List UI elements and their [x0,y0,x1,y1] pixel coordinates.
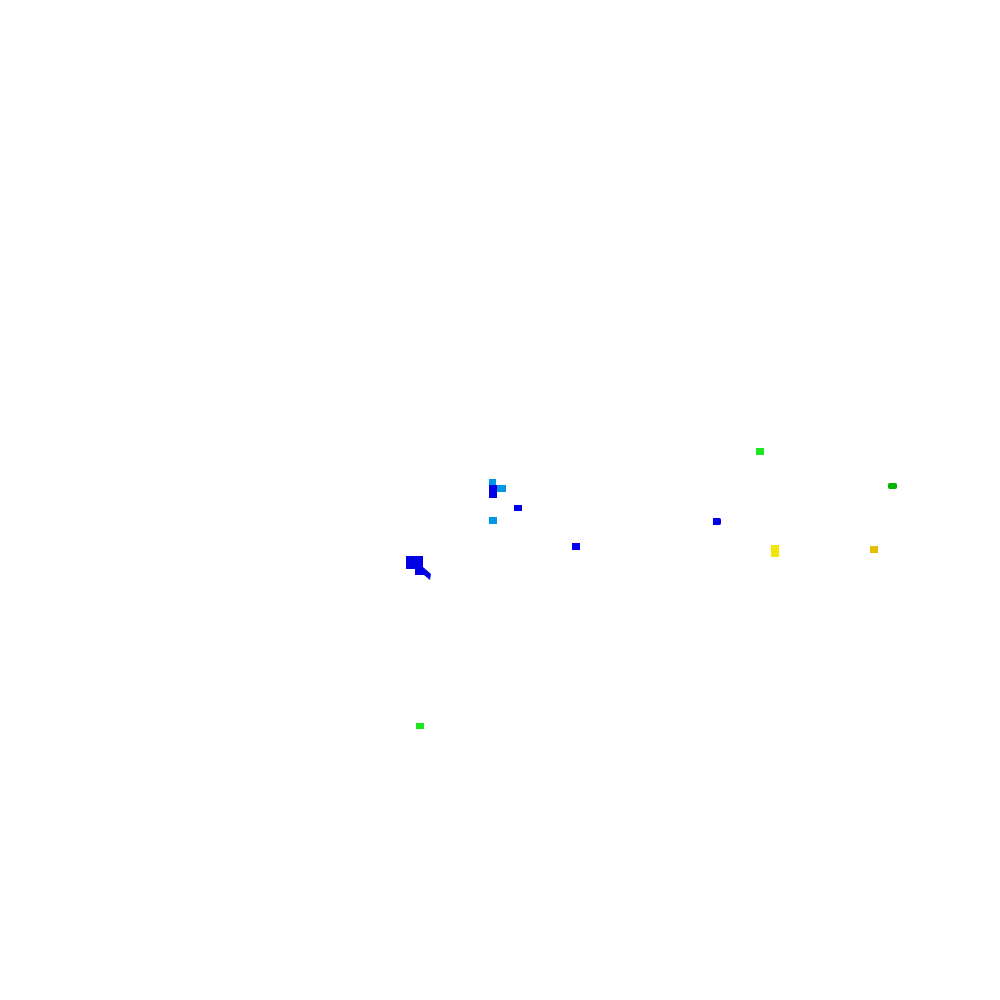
enemy-blue-2 [514,505,522,511]
enemy-blue-1 [489,485,497,498]
enemy-green-2 [888,483,897,489]
pickup-gold [870,546,878,553]
enemy-green-3 [416,723,424,729]
enemy-lightblue-3 [489,517,497,524]
enemy-lightblue-2 [497,485,506,492]
enemy-blue-4 [713,518,721,525]
player-ship-icon [406,556,431,580]
pickup-yellow [771,545,779,557]
enemy-blue-3 [572,543,580,550]
player-body [406,556,423,569]
enemy-lightblue-1 [489,479,496,485]
enemy-green-1 [756,448,764,455]
player-tail [415,567,431,580]
